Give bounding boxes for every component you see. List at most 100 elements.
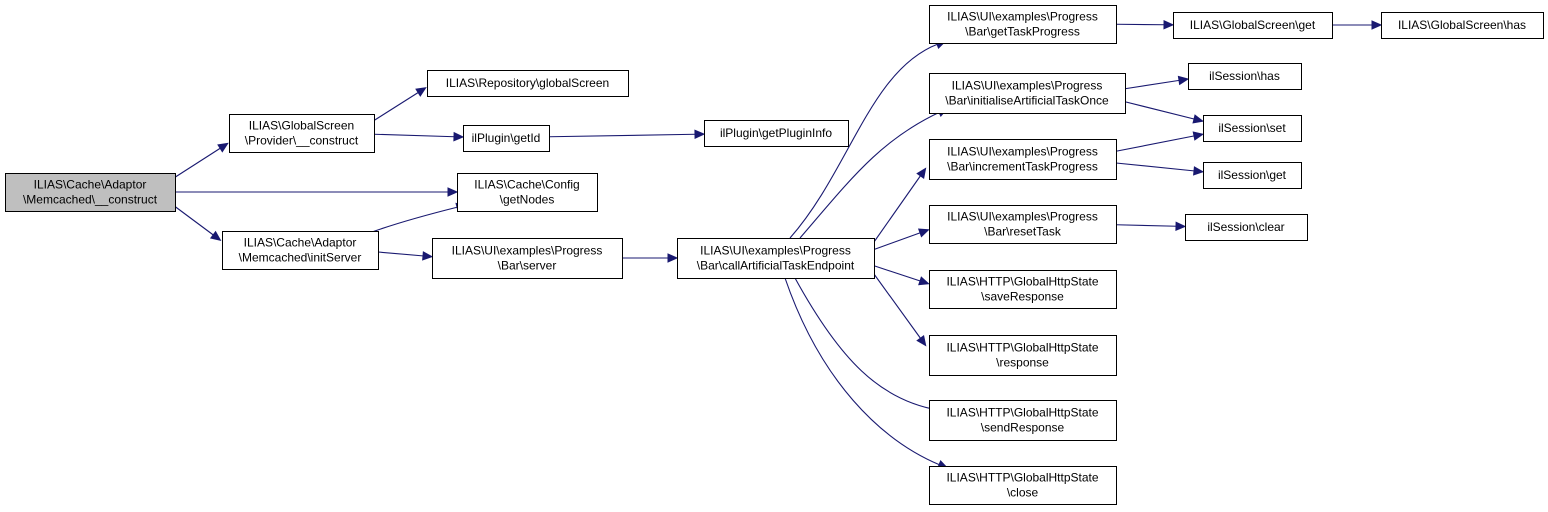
node-label-line: ilSession\has xyxy=(1209,69,1280,83)
node-box xyxy=(1185,214,1308,241)
node-label-line: ilSession\set xyxy=(1218,121,1286,135)
node-label-line: \Bar\incrementTaskProgress xyxy=(947,160,1098,174)
node-label-line: ILIAS\HTTP\GlobalHttpState xyxy=(946,471,1098,485)
edge-line xyxy=(174,147,222,178)
node-n8[interactable]: ILIAS\UI\examples\Progress\Bar\callArtif… xyxy=(677,238,875,279)
node-n17[interactable]: ILIAS\GlobalScreen\get xyxy=(1173,12,1333,39)
node-label-line: ILIAS\GlobalScreen\get xyxy=(1190,18,1316,32)
edge-line xyxy=(1115,162,1196,172)
node-label-line: ILIAS\UI\examples\Progress xyxy=(952,79,1103,93)
edge-n0-n3 xyxy=(174,206,222,242)
edge-line xyxy=(1115,135,1196,152)
node-label-line: ILIAS\GlobalScreen xyxy=(249,119,354,133)
node-n5[interactable]: ilPlugin\getId xyxy=(463,125,550,152)
node-n0[interactable]: ILIAS\Cache\Adaptor\Memcached\__construc… xyxy=(5,173,176,212)
node-box xyxy=(1203,115,1302,142)
node-n7[interactable]: ILIAS\UI\examples\Progress\Bar\server xyxy=(432,238,623,279)
node-box xyxy=(929,335,1117,376)
node-box xyxy=(427,70,629,97)
edge-line xyxy=(794,277,939,411)
edge-line xyxy=(799,111,941,239)
node-box xyxy=(5,173,176,212)
edge-n11-n21 xyxy=(1115,162,1205,176)
node-n9[interactable]: ILIAS\UI\examples\Progress\Bar\getTaskPr… xyxy=(929,5,1117,44)
edge-line xyxy=(1124,101,1196,120)
edge-line xyxy=(174,206,215,236)
node-n14[interactable]: ILIAS\HTTP\GlobalHttpState\response xyxy=(929,335,1117,376)
node-label-line: ILIAS\Repository\globalScreen xyxy=(446,76,609,90)
edge-n10-n19 xyxy=(1124,75,1190,90)
node-box xyxy=(929,139,1117,180)
node-n19[interactable]: ilSession\has xyxy=(1188,63,1302,90)
edge-n0-n2 xyxy=(175,187,459,197)
node-label-line: ILIAS\UI\examples\Progress xyxy=(700,244,851,258)
node-label-line: \close xyxy=(1007,486,1039,500)
node-box xyxy=(704,120,849,147)
edge-n8-n14 xyxy=(873,273,927,347)
edge-n12-n22 xyxy=(1115,221,1187,231)
edge-line xyxy=(789,43,939,239)
node-n20[interactable]: ilSession\set xyxy=(1203,115,1302,142)
nodes-layer: ILIAS\Cache\Adaptor\Memcached\__construc… xyxy=(5,5,1544,505)
node-label-line: \response xyxy=(996,356,1049,370)
node-n4[interactable]: ILIAS\Repository\globalScreen xyxy=(427,70,629,97)
arrowhead-icon xyxy=(667,253,679,263)
node-n18[interactable]: ILIAS\GlobalScreen\has xyxy=(1381,12,1544,39)
arrowhead-icon xyxy=(422,251,434,261)
node-n1[interactable]: ILIAS\GlobalScreen\Provider\__construct xyxy=(229,114,375,153)
node-n10[interactable]: ILIAS\UI\examples\Progress\Bar\initialis… xyxy=(929,73,1126,114)
node-box xyxy=(222,231,379,270)
edge-n8-n15 xyxy=(794,277,948,415)
node-label-line: \Bar\resetTask xyxy=(984,225,1062,239)
edge-n17-n18 xyxy=(1332,20,1383,30)
node-label-line: ilSession\get xyxy=(1218,168,1287,182)
edges-layer xyxy=(174,19,1383,469)
node-n6[interactable]: ilPlugin\getPluginInfo xyxy=(704,120,849,147)
node-box xyxy=(929,400,1117,441)
node-box xyxy=(463,125,550,152)
arrowhead-icon xyxy=(1192,131,1205,141)
node-label-line: \Bar\callArtificialTaskEndpoint xyxy=(697,259,855,273)
arrowhead-icon xyxy=(1177,75,1190,86)
edge-n1-n4 xyxy=(373,87,427,121)
node-box xyxy=(677,238,875,279)
edge-line xyxy=(1115,224,1178,227)
node-n22[interactable]: ilSession\clear xyxy=(1185,214,1308,241)
node-label-line: \getNodes xyxy=(500,193,555,207)
edge-n8-n13 xyxy=(873,265,930,286)
node-box xyxy=(1381,12,1544,39)
edge-n0-n1 xyxy=(174,142,229,178)
edge-n8-n11 xyxy=(873,167,927,243)
node-box xyxy=(229,114,375,153)
node-label-line: ILIAS\HTTP\GlobalHttpState xyxy=(946,341,1098,355)
node-box xyxy=(1203,162,1302,189)
node-label-line: ILIAS\Cache\Adaptor xyxy=(34,178,147,192)
node-box xyxy=(432,238,623,279)
node-label-line: \Bar\initialiseArtificialTaskOnce xyxy=(945,94,1109,108)
edge-line xyxy=(1115,23,1166,26)
node-n16[interactable]: ILIAS\HTTP\GlobalHttpState\close xyxy=(929,466,1117,505)
edge-n8-n16 xyxy=(784,277,949,469)
node-label-line: \Provider\__construct xyxy=(245,134,359,148)
node-n13[interactable]: ILIAS\HTTP\GlobalHttpState\saveResponse xyxy=(929,270,1117,309)
node-label-line: ilPlugin\getId xyxy=(472,131,541,145)
node-n12[interactable]: ILIAS\UI\examples\Progress\Bar\resetTask xyxy=(929,205,1117,244)
arrowhead-icon xyxy=(917,228,930,238)
node-n3[interactable]: ILIAS\Cache\Adaptor\Memcached\initServer xyxy=(222,231,379,270)
node-n21[interactable]: ilSession\get xyxy=(1203,162,1302,189)
node-n11[interactable]: ILIAS\UI\examples\Progress\Bar\increment… xyxy=(929,139,1117,180)
edge-n8-n12 xyxy=(873,228,930,251)
node-label-line: ILIAS\Cache\Config xyxy=(474,178,579,192)
edge-line xyxy=(873,231,922,251)
node-n2[interactable]: ILIAS\Cache\Config\getNodes xyxy=(457,173,598,212)
edge-n10-n20 xyxy=(1124,101,1204,124)
arrowhead-icon xyxy=(918,276,930,286)
edge-line xyxy=(873,273,922,340)
node-label-line: ILIAS\UI\examples\Progress xyxy=(947,145,1098,159)
node-label-line: \saveResponse xyxy=(981,290,1064,304)
node-n15[interactable]: ILIAS\HTTP\GlobalHttpState\sendResponse xyxy=(929,400,1117,441)
edge-n7-n8 xyxy=(622,253,679,263)
node-label-line: \sendResponse xyxy=(981,421,1065,435)
edge-n3-n2 xyxy=(371,202,467,233)
